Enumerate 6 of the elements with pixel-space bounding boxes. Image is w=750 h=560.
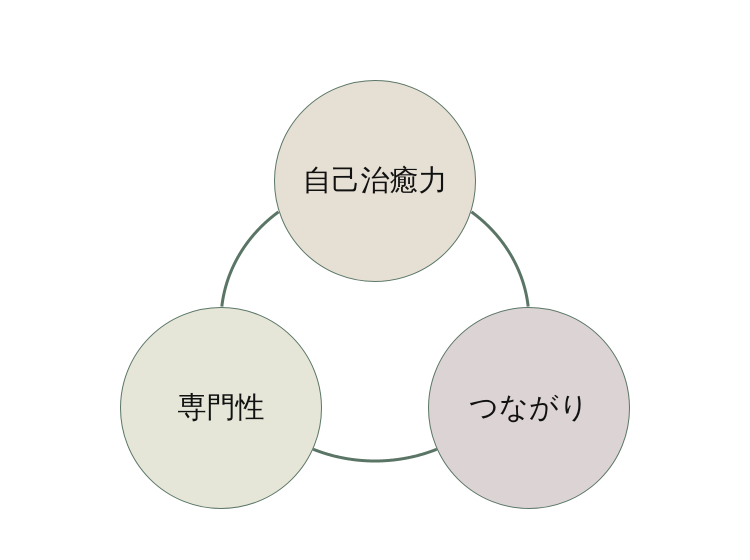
node-label: 専門性 (178, 389, 264, 426)
connector-arc (312, 448, 438, 462)
node-label: つながり (469, 389, 589, 426)
connector-arc (220, 210, 280, 308)
node-label: 自己治癒力 (302, 162, 448, 199)
connector-arc (470, 210, 530, 308)
